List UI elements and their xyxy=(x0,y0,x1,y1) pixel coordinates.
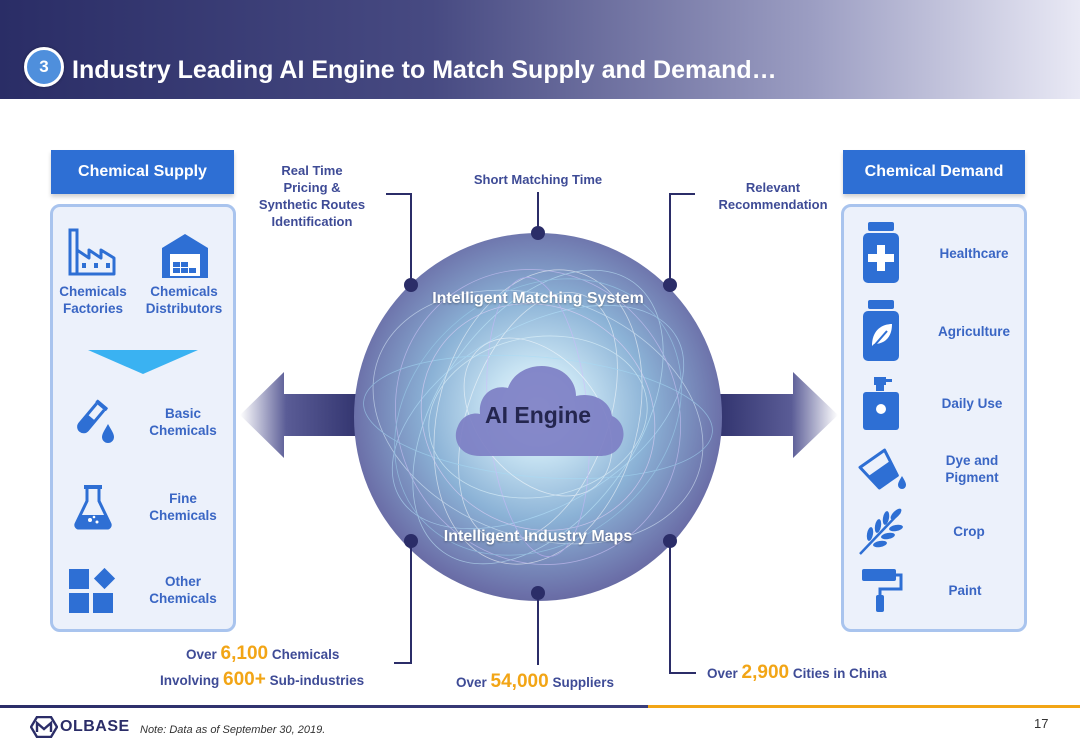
leaf-bottle-icon xyxy=(860,298,902,364)
intelligent-matching-label: Intelligent Matching System xyxy=(354,290,722,308)
paint-bucket-icon xyxy=(856,444,908,492)
spray-bottle-icon xyxy=(860,375,902,431)
stat-chemicals-value: 6,100 xyxy=(221,643,269,664)
right-flow-arrow xyxy=(705,372,838,458)
demand-label-agriculture: Agriculture xyxy=(922,323,1026,340)
demand-label-paint: Paint xyxy=(922,582,1008,599)
left-flow-arrow xyxy=(240,372,372,458)
callout-relevant-recommendation: Relevant Recommendation xyxy=(704,179,842,213)
test-tube-icon xyxy=(66,398,118,446)
medicine-bottle-icon xyxy=(860,220,902,286)
ai-engine-label: AI Engine xyxy=(450,402,626,429)
paint-roller-icon xyxy=(860,567,904,613)
stat-suppliers: Over 54,000 Suppliers xyxy=(456,671,614,693)
callout-short-matching-time: Short Matching Time xyxy=(448,171,628,188)
warehouse-icon xyxy=(160,232,210,278)
stat-chemicals: Over 6,100 Chemicals xyxy=(186,643,339,665)
demand-label-crop: Crop xyxy=(922,523,1016,540)
stat-cities: Over 2,900 Cities in China xyxy=(707,662,887,684)
chemical-demand-header: Chemical Demand xyxy=(843,150,1025,194)
stat-suppliers-value: 54,000 xyxy=(491,671,549,692)
footer-divider xyxy=(0,705,1080,708)
stat-subindustries: Involving 600+ Sub-industries xyxy=(160,669,364,691)
down-arrow-icon xyxy=(88,350,198,374)
page-title: Industry Leading AI Engine to Match Supp… xyxy=(72,56,777,85)
page-number: 17 xyxy=(1034,716,1048,731)
intelligent-maps-label: Intelligent Industry Maps xyxy=(354,528,722,546)
molbase-logo-text: OLBASE xyxy=(60,718,130,736)
demand-label-daily-use: Daily Use xyxy=(922,395,1022,412)
callout-real-time-pricing: Real Time Pricing & Synthetic Routes Ide… xyxy=(246,162,378,230)
flask-icon xyxy=(74,484,112,530)
molbase-logo-icon xyxy=(30,716,58,738)
chemical-supply-header: Chemical Supply xyxy=(51,150,234,194)
factory-icon xyxy=(68,228,118,276)
stat-subindustries-value: 600+ xyxy=(223,669,266,690)
stat-cities-value: 2,900 xyxy=(742,662,790,683)
wheat-icon xyxy=(856,506,906,556)
footnote: Note: Data as of September 30, 2019. xyxy=(140,724,325,736)
demand-label-healthcare: Healthcare xyxy=(922,245,1026,262)
molbase-logo: OLBASE xyxy=(30,716,130,738)
section-number-badge: 3 xyxy=(24,47,64,87)
header-banner: 3 Industry Leading AI Engine to Match Su… xyxy=(0,0,1080,99)
shapes-icon xyxy=(68,568,116,614)
